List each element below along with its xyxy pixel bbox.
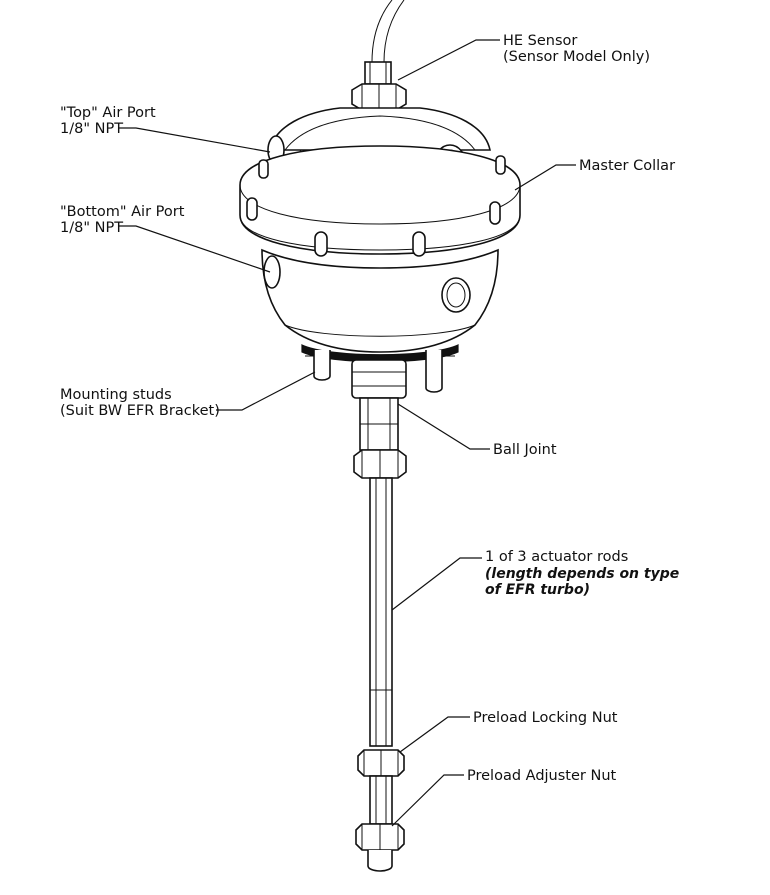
rod-top-nut bbox=[353, 449, 407, 479]
leader-preload-adjuster-nut bbox=[391, 774, 464, 827]
leader-bottom-air-port bbox=[118, 225, 271, 273]
ball-joint-label: Ball Joint bbox=[493, 442, 557, 458]
ball-joint bbox=[351, 359, 407, 451]
leader-actuator-rods bbox=[391, 557, 482, 611]
actuator-lower-body bbox=[261, 248, 499, 353]
bottom-air-port-label: "Bottom" Air Port bbox=[60, 204, 185, 220]
leader-master-collar bbox=[514, 164, 576, 191]
master-collar bbox=[239, 145, 521, 257]
he-sensor-body bbox=[351, 61, 407, 111]
leader-ball-joint bbox=[397, 403, 490, 450]
leader-preload-locking-nut bbox=[399, 716, 470, 753]
actuator-rod bbox=[369, 477, 393, 747]
preload-locking-nut-label: Preload Locking Nut bbox=[473, 710, 618, 726]
top-air-port-label: "Top" Air Port bbox=[60, 105, 156, 121]
actuator-rods-note-1: (length depends on type bbox=[485, 566, 679, 582]
bottom-air-port-sublabel: 1/8" NPT bbox=[60, 220, 123, 236]
he-sensor-sublabel: (Sensor Model Only) bbox=[503, 49, 650, 65]
preload-adjuster-nut-label: Preload Adjuster Nut bbox=[467, 768, 617, 784]
preload-locking-nut bbox=[357, 749, 405, 777]
leader-mounting-studs bbox=[216, 371, 316, 411]
preload-adjuster-nut bbox=[355, 823, 405, 872]
master-collar-label: Master Collar bbox=[579, 158, 675, 174]
mounting-stud-right bbox=[425, 350, 443, 393]
lower-rod bbox=[369, 775, 393, 825]
actuator-rods-note-2: of EFR turbo) bbox=[485, 582, 590, 598]
mounting-stud-left bbox=[313, 350, 331, 381]
sensor-cable bbox=[371, 0, 405, 63]
leader-he-sensor bbox=[397, 39, 500, 81]
mounting-studs-sublabel: (Suit BW EFR Bracket) bbox=[60, 403, 220, 419]
leader-top-air-port bbox=[118, 127, 271, 153]
mounting-studs-label: Mounting studs bbox=[60, 387, 172, 403]
he-sensor-label: HE Sensor bbox=[503, 33, 577, 49]
leader-lines bbox=[118, 39, 576, 827]
top-air-port-sublabel: 1/8" NPT bbox=[60, 121, 123, 137]
actuator-rods-label: 1 of 3 actuator rods bbox=[485, 549, 628, 565]
